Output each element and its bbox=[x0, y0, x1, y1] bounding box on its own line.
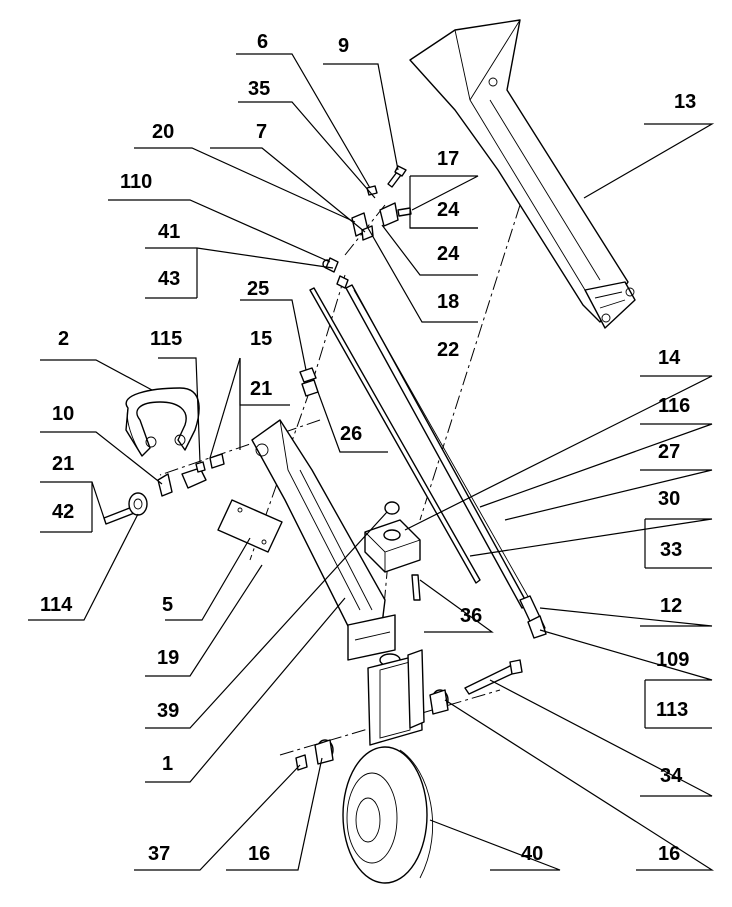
callout-12: 12 bbox=[660, 595, 682, 617]
callout-35: 35 bbox=[248, 78, 270, 100]
callout-113: 113 bbox=[656, 699, 688, 721]
part-1-tow-bar bbox=[251, 419, 396, 661]
part-40-wheel bbox=[342, 746, 433, 884]
callout-labels: 6 9 35 13 20 7 17 110 24 41 24 43 25 18 … bbox=[40, 31, 696, 865]
callout-13: 13 bbox=[674, 91, 696, 113]
callout-1: 1 bbox=[162, 753, 173, 775]
callout-36: 36 bbox=[460, 605, 482, 627]
callout-39: 39 bbox=[157, 700, 179, 722]
callout-17: 17 bbox=[437, 148, 459, 170]
callout-34: 34 bbox=[660, 765, 683, 787]
long-rods bbox=[309, 284, 547, 639]
part-14-gear-box bbox=[364, 501, 421, 601]
callout-5: 5 bbox=[162, 594, 173, 616]
callout-26: 26 bbox=[340, 423, 362, 445]
part-13-upper-housing bbox=[409, 19, 636, 329]
callout-6: 6 bbox=[257, 31, 268, 53]
part-5-plate bbox=[217, 499, 283, 553]
callout-21-lower: 21 bbox=[52, 453, 74, 475]
callout-25: 25 bbox=[247, 278, 269, 300]
callout-41: 41 bbox=[158, 221, 180, 243]
callout-16-left: 16 bbox=[248, 843, 270, 865]
callout-114: 114 bbox=[40, 594, 73, 616]
callout-115: 115 bbox=[150, 328, 182, 350]
callout-27: 27 bbox=[658, 441, 680, 463]
callout-9: 9 bbox=[338, 35, 349, 57]
callout-21-upper: 21 bbox=[250, 378, 272, 400]
callout-2: 2 bbox=[58, 328, 69, 350]
callout-24-upper: 24 bbox=[437, 199, 460, 221]
callout-18: 18 bbox=[437, 291, 459, 313]
callout-14: 14 bbox=[658, 347, 681, 369]
callout-43: 43 bbox=[158, 268, 180, 290]
callout-37: 37 bbox=[148, 843, 170, 865]
callout-19: 19 bbox=[157, 647, 179, 669]
callout-109: 109 bbox=[656, 649, 689, 671]
callout-7: 7 bbox=[256, 121, 267, 143]
callout-22: 22 bbox=[437, 339, 459, 361]
callout-24-lower: 24 bbox=[437, 243, 460, 265]
callout-42: 42 bbox=[52, 501, 74, 523]
callout-116: 116 bbox=[658, 395, 690, 417]
caster-fork bbox=[367, 649, 425, 746]
callout-20: 20 bbox=[152, 121, 174, 143]
center-lines bbox=[159, 204, 521, 756]
callout-10: 10 bbox=[52, 403, 74, 425]
part-2-handle bbox=[125, 387, 200, 457]
callout-30: 30 bbox=[658, 488, 680, 510]
leader-lines bbox=[28, 53, 715, 871]
upper-hardware bbox=[322, 165, 412, 289]
axle-hardware bbox=[295, 659, 523, 771]
callout-110: 110 bbox=[120, 171, 152, 193]
callout-15: 15 bbox=[250, 328, 272, 350]
callout-40: 40 bbox=[521, 843, 543, 865]
callout-16-right: 16 bbox=[658, 843, 680, 865]
callout-33: 33 bbox=[660, 539, 682, 561]
